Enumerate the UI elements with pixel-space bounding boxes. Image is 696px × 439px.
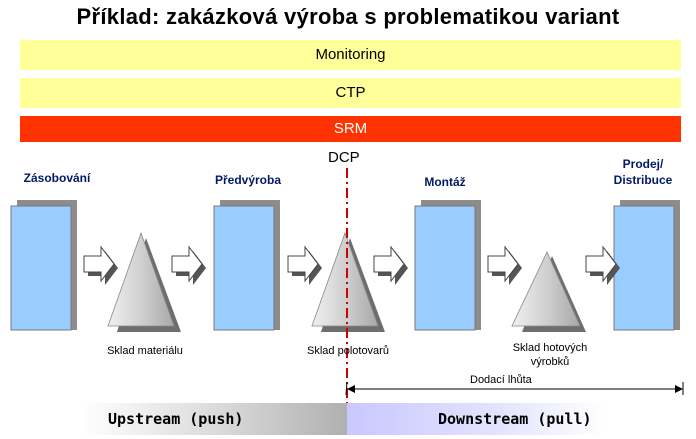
store-label-polotovary: Sklad polotovarů <box>307 345 389 357</box>
srm-band: SRM <box>20 116 681 142</box>
ctp-band: CTP <box>20 78 681 108</box>
flow-arrow-3 <box>287 245 322 285</box>
upstream-bar <box>80 403 347 435</box>
store-triangle-material <box>107 231 181 332</box>
dcp-label: DCP <box>328 149 360 166</box>
stage-box-prodej <box>613 200 680 331</box>
flow-arrow-5 <box>487 245 522 285</box>
store-triangle-polotovary <box>311 231 385 332</box>
stage-label-prodej-line2: Distribuce <box>613 173 673 187</box>
stage-label-prodej-line1: Prodej/ <box>622 157 664 171</box>
store-label-hotove-line2: výrobků <box>530 356 570 368</box>
downstream-bar <box>347 403 605 435</box>
stage-box-predvyroba <box>213 200 280 331</box>
store-triangle-hotove <box>511 251 586 332</box>
stage-label-zasobovani: Zásobování <box>23 171 91 185</box>
dodaci-lhuta-arrow <box>345 381 684 396</box>
upstream-label: Upstream (push) <box>108 410 244 428</box>
stage-box-zasobovani <box>10 200 77 331</box>
downstream-label: Downstream (pull) <box>438 410 592 428</box>
flow-arrow-2 <box>171 245 206 285</box>
monitoring-band: Monitoring <box>20 40 681 70</box>
flow-arrow-4 <box>373 245 408 285</box>
flow-arrow-1 <box>83 245 118 285</box>
flow-arrow-6 <box>585 245 620 285</box>
stage-label-montaz: Montáž <box>424 175 466 189</box>
dodaci-lhuta-label: Dodací lhůta <box>470 374 532 386</box>
page-title: Příklad: zakázková výroba s problematiko… <box>76 4 620 29</box>
store-label-hotove-line1: Sklad hotových <box>512 342 588 354</box>
stage-label-predvyroba: Předvýroba <box>214 173 282 187</box>
stage-box-montaz <box>414 200 481 331</box>
store-label-material: Sklad materiálu <box>107 345 183 357</box>
